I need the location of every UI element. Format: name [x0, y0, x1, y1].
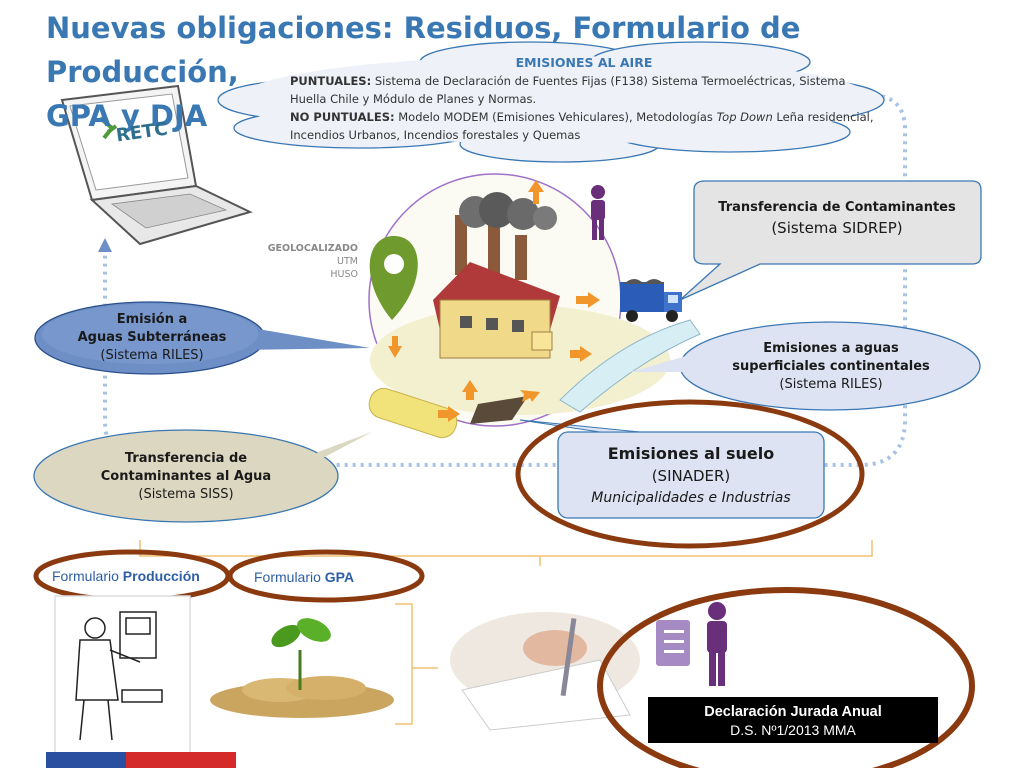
sidrep-system: (Sistema SIDREP) — [771, 219, 903, 237]
factory-icon — [433, 192, 560, 359]
no-puntuales-paragraph: NO PUNTUALES: Modelo MODEM (Emisiones Ve… — [290, 108, 878, 144]
gpa-bold: GPA — [324, 569, 355, 585]
dja-line-1: Declaración Jurada Anual — [704, 704, 882, 720]
person-icon — [591, 185, 605, 240]
geo-line-2: UTM — [337, 256, 358, 267]
soil-highlight-ring — [515, 399, 865, 549]
no-puntuales-label: NO PUNTUALES: — [290, 110, 395, 124]
no-puntuales-text-b: Leña residencial, Incendios Urbanos, Inc… — [290, 110, 874, 142]
plant-coins-illustration — [210, 618, 394, 718]
siss-callout-shape — [33, 429, 372, 523]
subterranean-line-1: Emisión a — [116, 312, 188, 327]
sidrep-title: Transferencia de Contaminantes — [718, 200, 956, 215]
flag-bar — [46, 752, 126, 768]
gpa-highlight-ring — [227, 549, 425, 603]
geo-line-1: GEOLOCALIZADO — [267, 243, 358, 254]
subterranean-callout-shape — [34, 301, 370, 375]
waste-pit-icon — [470, 396, 528, 424]
siss-line-1: Transferencia de — [124, 451, 248, 466]
produccion-prefix: Formulario — [52, 568, 123, 584]
gpa-prefix: Formulario — [254, 569, 325, 585]
subterranean-system: (Sistema RILES) — [100, 348, 204, 363]
subterranean-line-2: Aguas Subterráneas — [77, 330, 227, 345]
path-arrow-up-icon — [98, 238, 112, 252]
no-puntuales-text-a: Modelo MODEM (Emisiones Vehiculares), Me… — [394, 110, 717, 124]
siss-line-2: Contaminantes al Agua — [100, 469, 272, 484]
puntuales-text: Sistema de Declaración de Fuentes Fijas … — [290, 74, 846, 106]
surface-water-callout: Emisiones a aguas superficiales continen… — [700, 334, 962, 400]
pipe-icon — [368, 387, 458, 439]
location-pin-icon — [369, 236, 418, 320]
truck-icon — [620, 279, 682, 322]
air-emissions-cloud — [217, 41, 885, 163]
dja-line-2: D.S. Nº1/2013 MMA — [730, 722, 856, 738]
subterranean-callout: Emisión a Aguas Subterráneas (Sistema RI… — [52, 306, 252, 370]
air-emissions-text: EMISIONES AL AIRE PUNTUALES: Sistema de … — [290, 54, 878, 144]
sidrep-callout-shape — [679, 180, 982, 301]
produccion-bold: Producción — [122, 568, 200, 584]
puntuales-paragraph: PUNTUALES: Sistema de Declaración de Fue… — [290, 72, 878, 108]
dja-highlight-ring — [597, 587, 975, 768]
siss-callout: Transferencia de Contaminantes al Agua (… — [60, 444, 312, 510]
geo-line-3: HUSO — [330, 269, 358, 280]
soil-callout: Emisiones al suelo (SINADER) Municipalid… — [560, 440, 822, 512]
checklist-icon — [656, 620, 690, 666]
laptop-icon — [60, 84, 253, 246]
air-emissions-heading: EMISIONES AL AIRE — [515, 55, 653, 70]
surface-line-1: Emisiones a aguas — [763, 341, 899, 356]
no-puntuales-italic: Top Down — [716, 110, 773, 124]
forms-bracket — [139, 540, 873, 566]
dja-banner: Declaración Jurada Anual D.S. Nº1/2013 M… — [648, 697, 938, 743]
puntuales-label: PUNTUALES: — [290, 74, 372, 88]
soil-title: Emisiones al suelo — [607, 444, 775, 463]
surface-system: (Sistema RILES) — [779, 377, 883, 392]
surface-water-callout-shape — [630, 321, 981, 411]
geolocation-label: GEOLOCALIZADO UTM HUSO — [262, 242, 358, 281]
formulario-gpa-link[interactable]: Formulario GPA — [254, 569, 354, 585]
soil-system: (SINADER) — [651, 467, 731, 485]
sidrep-callout: Transferencia de Contaminantes (Sistema … — [696, 190, 978, 248]
hand-signing-illustration — [450, 612, 640, 731]
dotted-cycle-path — [103, 93, 907, 467]
surface-line-2: superficiales continentales — [732, 359, 930, 374]
person-declarant-icon — [707, 602, 727, 686]
soil-note: Municipalidades e Industrias — [591, 490, 791, 506]
formulario-produccion-link[interactable]: Formulario Producción — [52, 568, 200, 584]
page-title: Nuevas obligaciones: Residuos, Formulari… — [46, 6, 906, 138]
title-line-2: GPA y DJA — [46, 99, 208, 133]
title-line-1: Nuevas obligaciones: Residuos, Formulari… — [46, 11, 801, 89]
worker-illustration — [54, 595, 191, 757]
flow-arrows-icon — [388, 180, 600, 422]
soil-callout-shape — [519, 419, 825, 519]
siss-system: (Sistema SISS) — [138, 487, 234, 502]
